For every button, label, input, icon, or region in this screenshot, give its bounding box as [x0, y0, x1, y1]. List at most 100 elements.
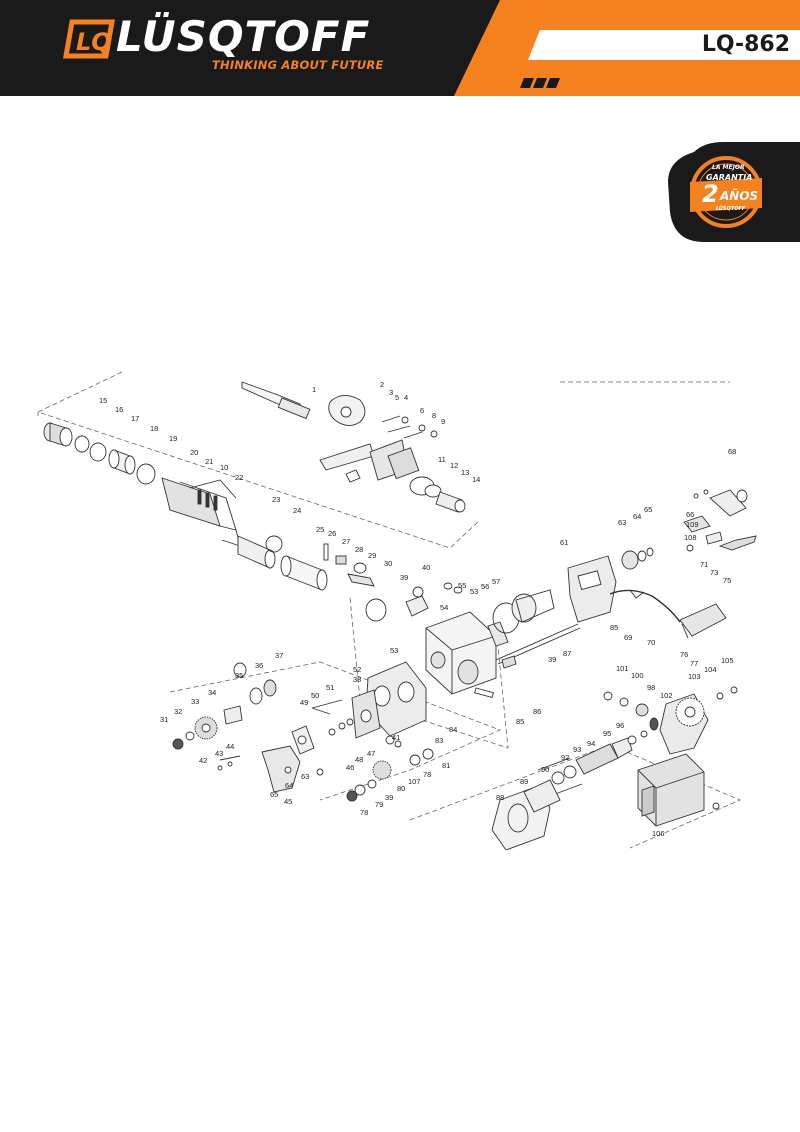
part-number-label: 8 [432, 411, 436, 420]
part-number-label: 84 [449, 725, 457, 734]
part-number-label: 83 [435, 736, 443, 745]
part-number-label: 53 [470, 587, 478, 596]
part-number-label: 40 [422, 563, 430, 572]
part-number-label: 49 [300, 698, 308, 707]
part-number-label: 78 [423, 770, 431, 779]
part-number-label: 19 [169, 434, 177, 443]
part-number-label: 103 [688, 672, 701, 681]
part-number-label: 39 [548, 655, 556, 664]
svg-text:LQ: LQ [76, 28, 112, 56]
part-number-label: 17 [131, 414, 139, 423]
part-number-label: 107 [408, 777, 421, 786]
part-number-label: 42 [199, 756, 207, 765]
part-number-label: 25 [316, 525, 324, 534]
part-number-label: 104 [704, 665, 717, 674]
part-number-label: 20 [190, 448, 198, 457]
gearbox-housing [425, 582, 581, 699]
part-number-label: 50 [311, 691, 319, 700]
part-number-label: 22 [235, 473, 243, 482]
model-number: LQ-862 [701, 32, 790, 57]
exploded-parts-diagram: 1235468911121314151617181920211022232425… [36, 371, 757, 850]
part-number-label: 109 [686, 520, 699, 529]
part-number-label: 85 [516, 717, 524, 726]
part-number-label: 37 [275, 651, 283, 660]
part-number-label: 105 [721, 656, 734, 665]
part-number-label: 98 [647, 683, 655, 692]
part-number-label: 6 [420, 406, 424, 415]
part-number-label: 100 [631, 671, 644, 680]
upper-assembly [241, 381, 466, 513]
part-number-label: 13 [461, 468, 469, 477]
part-number-label: 46 [346, 763, 354, 772]
brand-name: LÜSQTOFF [116, 12, 371, 61]
part-number-label: 63 [618, 518, 626, 527]
part-number-label: 45 [284, 797, 292, 806]
part-number-label: 66 [686, 510, 694, 519]
part-number-label: 81 [442, 761, 450, 770]
part-number-label: 87 [563, 649, 571, 658]
part-number-label: 89 [520, 777, 528, 786]
part-number-label: 63 [301, 772, 309, 781]
part-number-label: 75 [723, 576, 731, 585]
part-number-label: 12 [450, 461, 458, 470]
part-number-label: 52 [353, 665, 361, 674]
part-number-label: 39 [385, 793, 393, 802]
part-number-label: 38 [353, 675, 361, 684]
part-number-label: 92 [561, 753, 569, 762]
part-number-label: 30 [384, 559, 392, 568]
part-number-label: 77 [690, 659, 698, 668]
part-number-label: 68 [728, 447, 736, 456]
part-number-label: 34 [208, 688, 216, 697]
badge-line1: LA MEJOR [712, 164, 745, 171]
part-number-label: 80 [397, 784, 405, 793]
part-number-label: 36 [255, 661, 263, 670]
part-number-label: 108 [684, 533, 697, 542]
part-number-label: 69 [624, 633, 632, 642]
part-number-label: 28 [355, 545, 363, 554]
header-background: LQ [0, 0, 800, 96]
part-number-label: 14 [472, 475, 480, 484]
brand-logo-mark: LQ [63, 19, 115, 59]
part-number-label: 56 [481, 582, 489, 591]
part-number-label: 64 [633, 512, 641, 521]
badge-years-number: 2 [702, 180, 719, 208]
part-number-label: 24 [293, 506, 301, 515]
warranty-badge: LA MEJOR GARANTIA 2 AÑOS LÜSQTOFF [664, 142, 800, 242]
warranty-badge-shape [668, 142, 800, 242]
part-number-label: 23 [272, 495, 280, 504]
gear-plate-assembly [172, 661, 434, 802]
part-number-label: 47 [367, 749, 375, 758]
badge-brand: LÜSQTOFF [716, 206, 746, 212]
brand-header: LQ LÜSQTOFF THINKING ABOUT FUTURE LQ-862 [0, 0, 800, 96]
handle-switch-assembly [567, 489, 757, 639]
group-outlines [36, 371, 742, 849]
part-number-label: 33 [191, 697, 199, 706]
part-number-label: 94 [587, 739, 595, 748]
part-number-label: 11 [438, 455, 446, 464]
part-number-label: 27 [342, 537, 350, 546]
part-number-label: 55 [458, 581, 466, 590]
part-number-label: 101 [616, 664, 629, 673]
part-number-label: 39 [400, 573, 408, 582]
part-number-label: 2 [380, 380, 384, 389]
part-number-label: 65 [644, 505, 652, 514]
part-number-label: 71 [700, 560, 708, 569]
part-number-label: 29 [368, 551, 376, 560]
part-number-label: 102 [660, 691, 673, 700]
part-number-label: 15 [99, 396, 107, 405]
part-number-label: 70 [647, 638, 655, 647]
part-number-label: 21 [205, 457, 213, 466]
part-number-label: 106 [652, 829, 665, 838]
part-number-label: 90 [541, 765, 549, 774]
part-number-label: 53 [390, 646, 398, 655]
part-number-label: 65 [270, 790, 278, 799]
part-number-label: 43 [215, 749, 223, 758]
part-number-label: 16 [115, 405, 123, 414]
badge-line2: GARANTIA [706, 173, 753, 182]
part-number-label: 95 [603, 729, 611, 738]
part-number-label: 41 [392, 733, 400, 742]
part-number-label: 1 [312, 385, 316, 394]
part-number-label: 10 [220, 463, 228, 472]
part-number-label: 64 [285, 781, 293, 790]
